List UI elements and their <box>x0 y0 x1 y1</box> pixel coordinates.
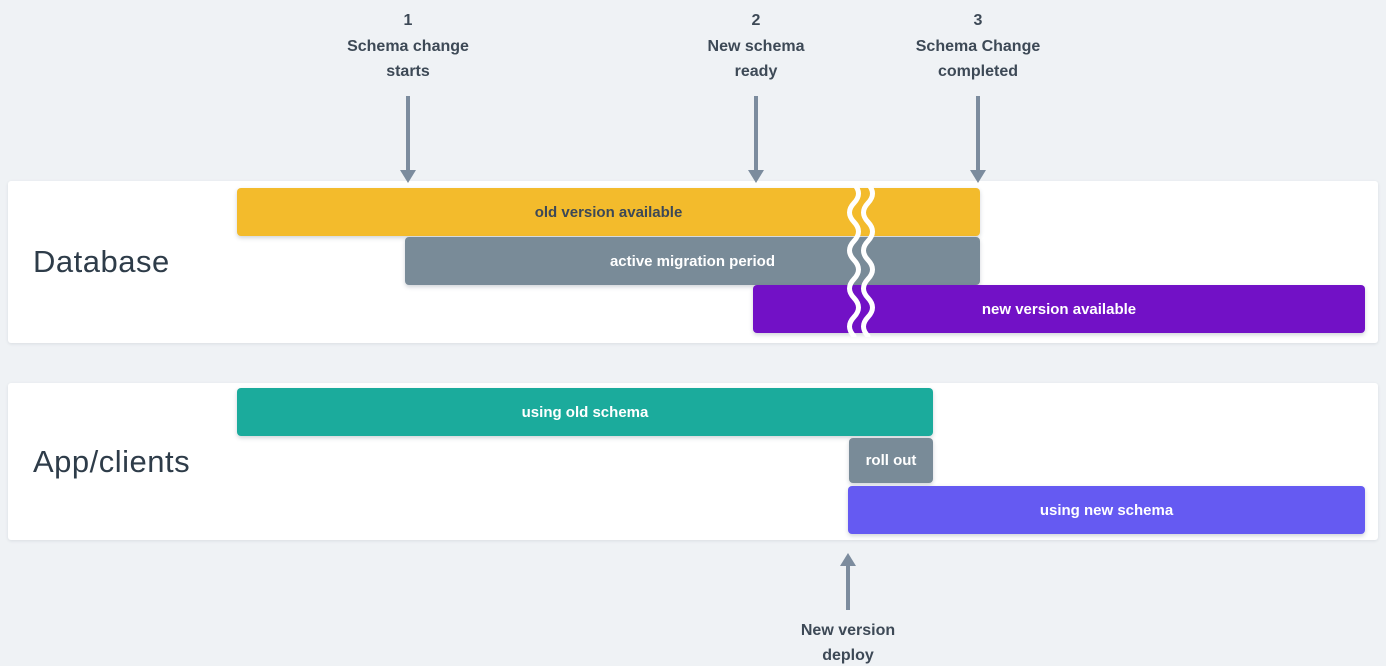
new-version-available-bar: new version available <box>753 285 1365 333</box>
timeline-break-squiggle-icon <box>847 183 875 337</box>
deploy-label-line1: New version <box>800 622 896 639</box>
milestone-2-label-line2: ready <box>734 63 778 80</box>
milestone-3: 3 Schema Change completed <box>868 8 1088 183</box>
arrow-head <box>840 553 856 566</box>
milestone-2-label-line1: New schema <box>707 38 805 55</box>
arrow-shaft <box>406 96 410 170</box>
milestone-1-label-line1: Schema change <box>347 38 469 55</box>
milestone-1-label-line2: starts <box>386 63 430 80</box>
arrow-down-icon <box>748 96 764 183</box>
arrow-up-icon <box>840 553 856 610</box>
app-clients-row-card: App/clients using old schema roll out us… <box>8 383 1378 540</box>
database-row-card: Database old version available active mi… <box>8 181 1378 343</box>
arrow-head <box>970 170 986 183</box>
deploy-label-line2: deploy <box>822 647 874 664</box>
active-migration-period-bar: active migration period <box>405 237 980 285</box>
arrow-shaft <box>976 96 980 170</box>
milestone-1: 1 Schema change starts <box>298 8 518 183</box>
milestone-2: 2 New schema ready <box>646 8 866 183</box>
arrow-shaft <box>754 96 758 170</box>
arrow-down-icon <box>970 96 986 183</box>
arrow-down-icon <box>400 96 416 183</box>
using-new-schema-bar: using new schema <box>848 486 1365 534</box>
milestone-2-number: 2 <box>751 12 761 29</box>
database-row-title: Database <box>33 244 170 279</box>
milestone-3-label-line2: completed <box>937 63 1018 80</box>
milestone-3-number: 3 <box>973 12 983 29</box>
new-version-deploy-marker: New version deploy <box>738 553 958 666</box>
arrow-head <box>400 170 416 183</box>
using-old-schema-bar: using old schema <box>237 388 933 436</box>
milestone-1-number: 1 <box>403 12 413 29</box>
arrow-head <box>748 170 764 183</box>
app-clients-row-title: App/clients <box>33 443 191 479</box>
milestone-3-label-line1: Schema Change <box>915 38 1041 55</box>
arrow-shaft <box>846 566 850 610</box>
roll-out-bar: roll out <box>849 438 933 483</box>
